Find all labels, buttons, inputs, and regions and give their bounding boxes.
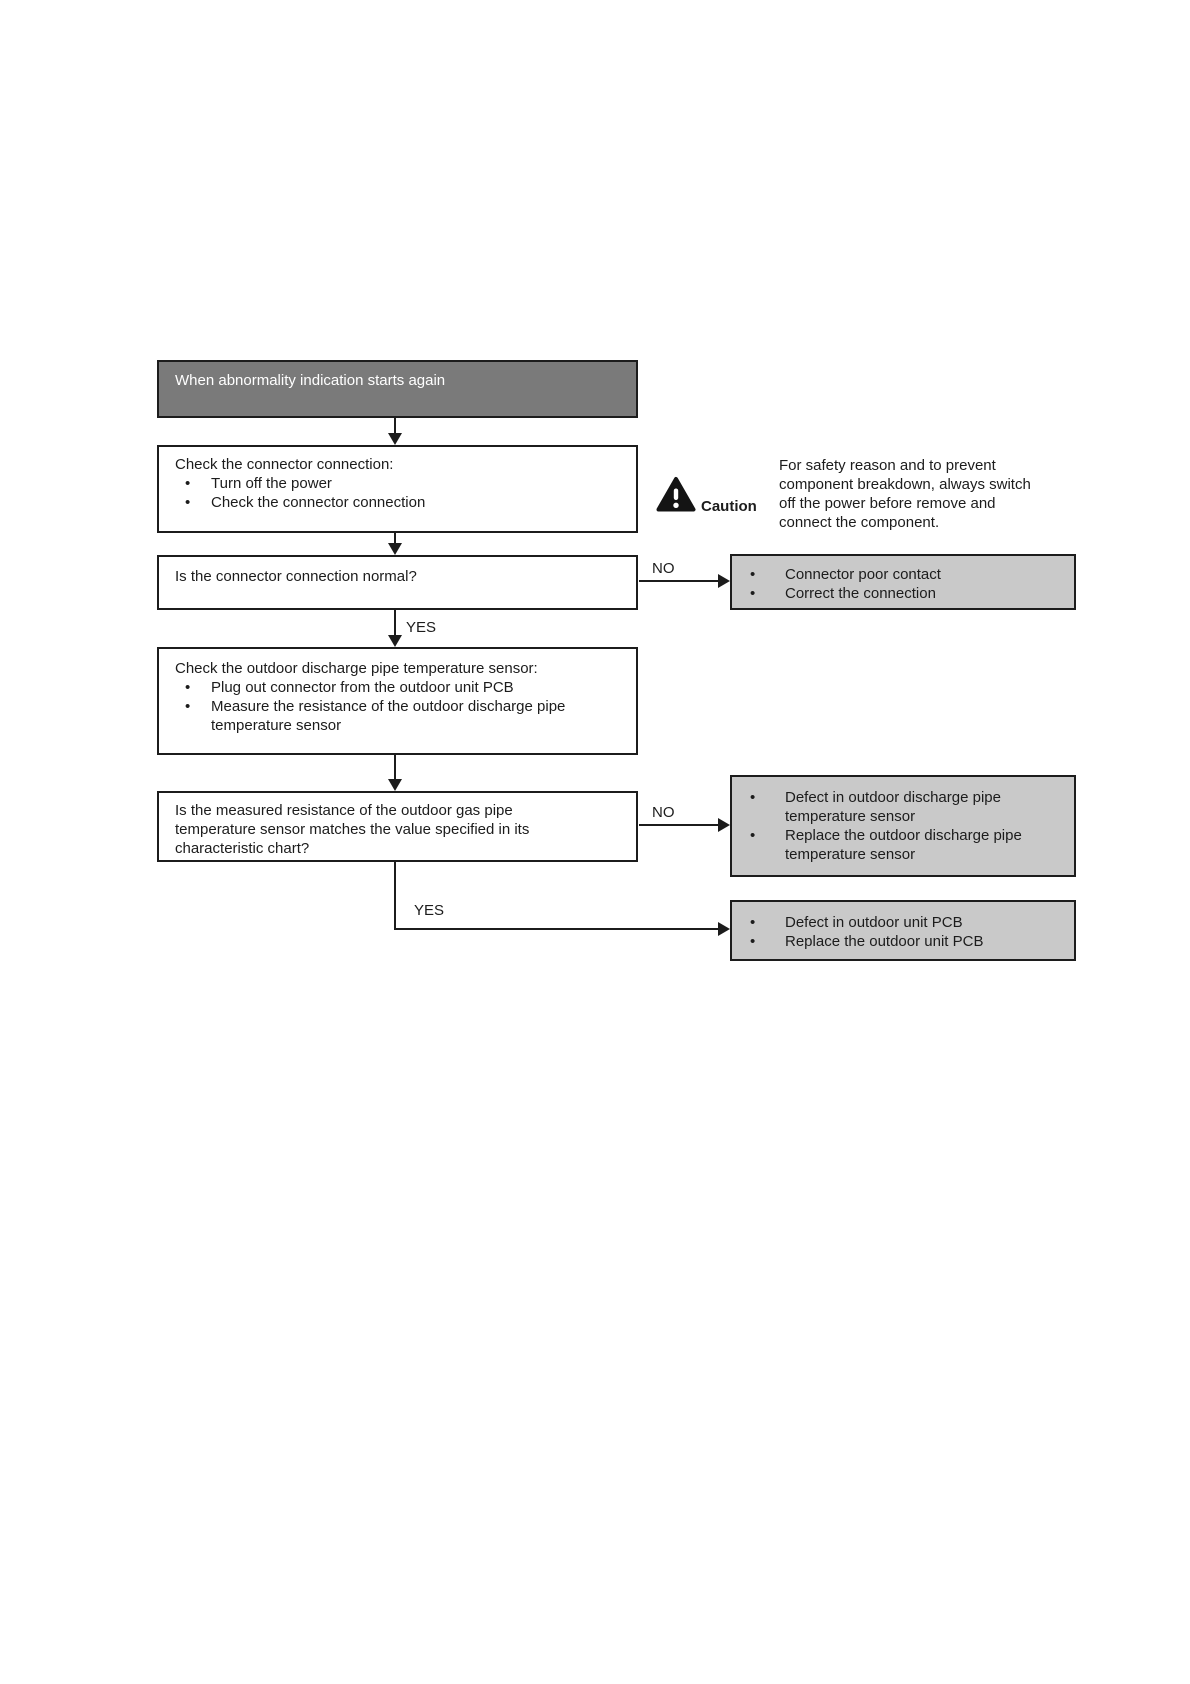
arrowhead-down-icon: [388, 635, 402, 647]
bullet-item: Replace the outdoor discharge pipe tempe…: [748, 826, 1064, 864]
check-sensor-bullets: Plug out connector from the outdoor unit…: [175, 678, 626, 735]
arrowhead-right-icon: [718, 922, 730, 936]
bullet-item: Connector poor contact: [748, 565, 1064, 584]
connector-line: [394, 755, 396, 781]
connector-line: [394, 928, 720, 930]
result-connector-node: Connector poor contact Correct the conne…: [730, 554, 1076, 610]
bullet-item: Defect in outdoor discharge pipe tempera…: [748, 788, 1064, 826]
result-connector-bullets: Connector poor contact Correct the conne…: [748, 565, 1064, 603]
bullet-item: Plug out connector from the outdoor unit…: [175, 678, 626, 697]
connector-line: [394, 533, 396, 545]
arrowhead-down-icon: [388, 433, 402, 445]
start-label: When abnormality indication starts again: [175, 372, 446, 389]
no-branch-label: NO: [650, 559, 677, 578]
warning-triangle-icon: [656, 476, 696, 513]
result-sensor-bullets: Defect in outdoor discharge pipe tempera…: [748, 788, 1064, 864]
bullet-text: Measure the resistance of the outdoor di…: [211, 698, 566, 734]
bullet-item: Turn off the power: [175, 474, 626, 493]
result-sensor-node: Defect in outdoor discharge pipe tempera…: [730, 775, 1076, 877]
bullet-text: Defect in outdoor discharge pipe tempera…: [785, 789, 1001, 825]
check-connector-bullets: Turn off the power Check the connector c…: [175, 474, 626, 512]
caution-text: For safety reason and to prevent compone…: [779, 457, 1031, 531]
question-resistance-text: Is the measured resistance of the outdoo…: [175, 802, 530, 857]
bullet-item: Measure the resistance of the outdoor di…: [175, 697, 626, 735]
check-connector-node: Check the connector connection: Turn off…: [157, 445, 638, 533]
bullet-item: Check the connector connection: [175, 493, 626, 512]
connector-line: [394, 418, 396, 434]
check-sensor-node: Check the outdoor discharge pipe tempera…: [157, 647, 638, 755]
check-sensor-title: Check the outdoor discharge pipe tempera…: [175, 660, 538, 677]
yes-branch-label: YES: [404, 618, 439, 637]
arrowhead-right-icon: [718, 818, 730, 832]
caution-label: Caution: [701, 498, 757, 515]
connector-line: [394, 862, 396, 930]
result-pcb-node: Defect in outdoor unit PCB Replace the o…: [730, 900, 1076, 961]
bullet-item: Correct the connection: [748, 584, 1064, 603]
no-branch-label: NO: [650, 803, 677, 822]
bullet-text: Check the connector connection: [211, 494, 426, 511]
question-resistance-node: Is the measured resistance of the outdoo…: [157, 791, 638, 862]
connector-line: [394, 610, 396, 636]
yes-branch-label: YES: [412, 901, 447, 920]
bullet-text: Connector poor contact: [785, 566, 941, 583]
connector-line: [639, 580, 720, 582]
bullet-text: Replace the outdoor unit PCB: [785, 933, 984, 950]
arrowhead-down-icon: [388, 779, 402, 791]
start-node: When abnormality indication starts again: [157, 360, 638, 418]
result-pcb-bullets: Defect in outdoor unit PCB Replace the o…: [748, 913, 1064, 951]
bullet-text: Defect in outdoor unit PCB: [785, 914, 963, 931]
question-connector-text: Is the connector connection normal?: [175, 568, 417, 585]
bullet-item: Defect in outdoor unit PCB: [748, 913, 1064, 932]
bullet-item: Replace the outdoor unit PCB: [748, 932, 1064, 951]
question-connector-node: Is the connector connection normal?: [157, 555, 638, 610]
bullet-text: Correct the connection: [785, 585, 936, 602]
bullet-text: Replace the outdoor discharge pipe tempe…: [785, 827, 1022, 863]
bullet-text: Plug out connector from the outdoor unit…: [211, 679, 514, 696]
connector-line: [639, 824, 720, 826]
arrowhead-right-icon: [718, 574, 730, 588]
arrowhead-down-icon: [388, 543, 402, 555]
bullet-text: Turn off the power: [211, 475, 332, 492]
check-connector-title: Check the connector connection:: [175, 456, 394, 473]
